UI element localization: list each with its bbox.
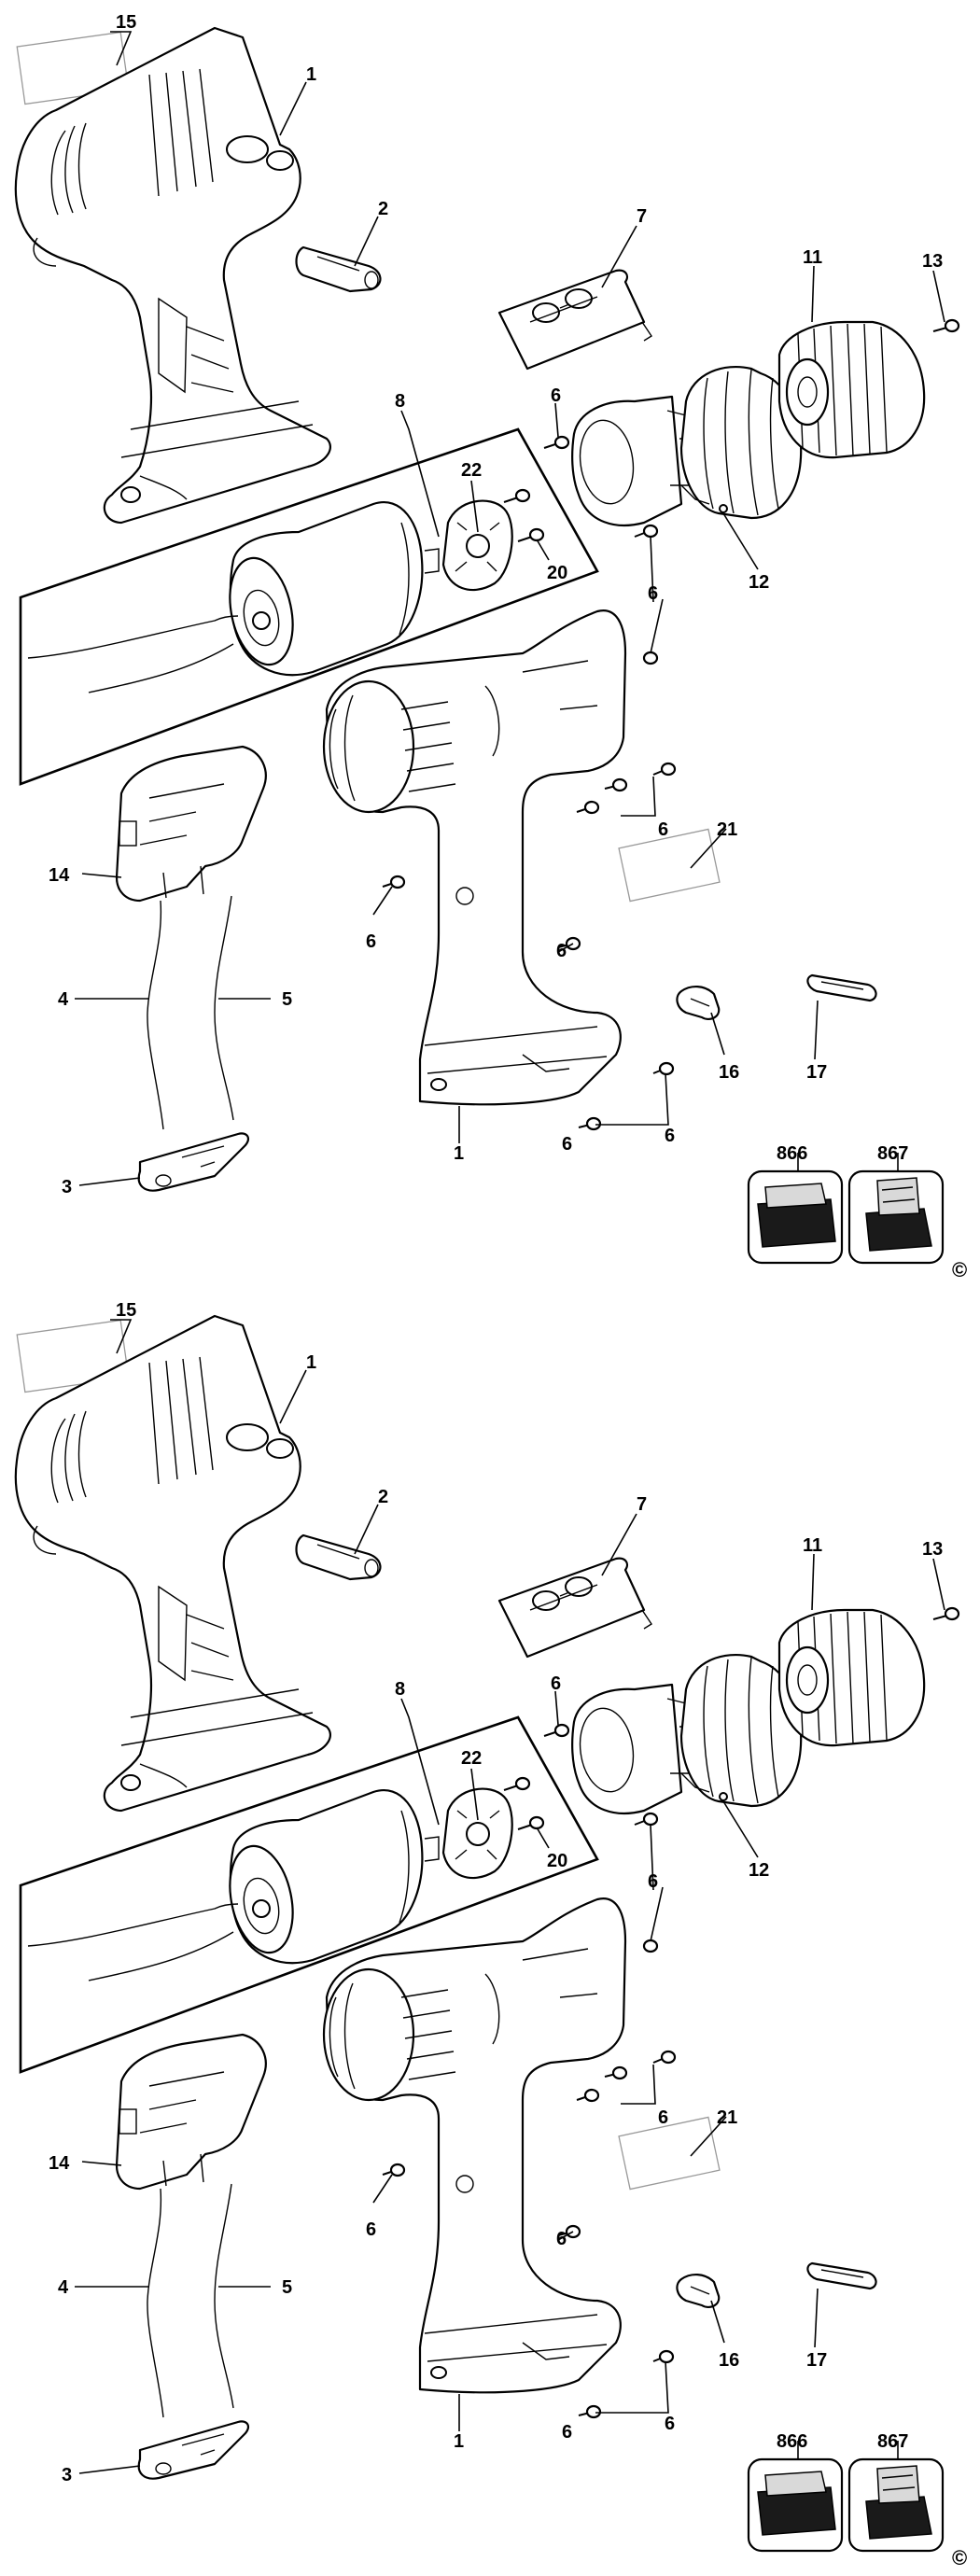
battery-866-label: 866	[777, 2431, 807, 2452]
callout-8: 8	[395, 391, 405, 412]
callout-6: 6	[562, 2422, 572, 2443]
callout-22: 22	[461, 460, 482, 481]
callout-7: 7	[637, 206, 647, 227]
callout-16: 16	[719, 1062, 739, 1083]
callout-11: 11	[803, 1535, 822, 1556]
callout-6: 6	[366, 2219, 376, 2240]
callout-16: 16	[719, 2350, 739, 2371]
callout-13: 13	[922, 1539, 943, 1560]
callout-1: 1	[306, 64, 316, 85]
callout-20: 20	[547, 563, 567, 583]
callout-6: 6	[366, 931, 376, 952]
callout-6: 6	[658, 2107, 668, 2128]
callout-13: 13	[922, 251, 943, 272]
callout-3: 3	[62, 1177, 72, 1197]
callout-11: 11	[803, 247, 822, 268]
diagram-panel-2: 15 1 2 7 11 13 6 8 22 20 12 6 6 14 21 6 …	[14, 1300, 967, 2569]
callout-15: 15	[116, 1300, 136, 1321]
callout-21: 21	[717, 819, 737, 840]
callout-6: 6	[648, 583, 658, 604]
callout-4: 4	[58, 989, 69, 1010]
battery-867-label: 867	[877, 2431, 908, 2452]
callout-14: 14	[49, 865, 70, 886]
callout-5: 5	[282, 989, 292, 1010]
callout-6: 6	[551, 1673, 561, 1694]
callout-6: 6	[556, 2229, 567, 2249]
callout-2: 2	[378, 199, 388, 219]
callout-6: 6	[551, 385, 561, 406]
callout-6: 6	[562, 1134, 572, 1155]
callout-12: 12	[749, 572, 769, 593]
callout-14: 14	[49, 2153, 70, 2174]
callout-1: 1	[454, 1143, 464, 1164]
callout-6: 6	[648, 1871, 658, 1892]
callout-6: 6	[665, 1126, 675, 1146]
callout-8: 8	[395, 1679, 405, 1700]
callout-7: 7	[637, 1494, 647, 1515]
callout-17: 17	[806, 1062, 827, 1083]
callout-6: 6	[658, 819, 668, 840]
battery-866-label: 866	[777, 1143, 807, 1164]
callout-12: 12	[749, 1860, 769, 1881]
battery-867-label: 867	[877, 1143, 908, 1164]
callout-6: 6	[556, 941, 567, 961]
callout-5: 5	[282, 2277, 292, 2298]
callout-22: 22	[461, 1748, 482, 1769]
callout-1: 1	[306, 1352, 316, 1373]
callout-4: 4	[58, 2277, 69, 2298]
callout-21: 21	[717, 2107, 737, 2128]
callout-3: 3	[62, 2465, 72, 2485]
copyright-symbol: ©	[952, 2546, 967, 2569]
callout-15: 15	[116, 12, 136, 33]
callout-6: 6	[665, 2414, 675, 2434]
callout-17: 17	[806, 2350, 827, 2371]
diagram-panel-1: 15 1 2 7 11 13 6 8 22 20 12 6 6 14 21 6 …	[14, 12, 967, 1281]
callout-2: 2	[378, 1487, 388, 1507]
callout-20: 20	[547, 1851, 567, 1871]
callout-1: 1	[454, 2431, 464, 2452]
copyright-symbol: ©	[952, 1258, 967, 1281]
